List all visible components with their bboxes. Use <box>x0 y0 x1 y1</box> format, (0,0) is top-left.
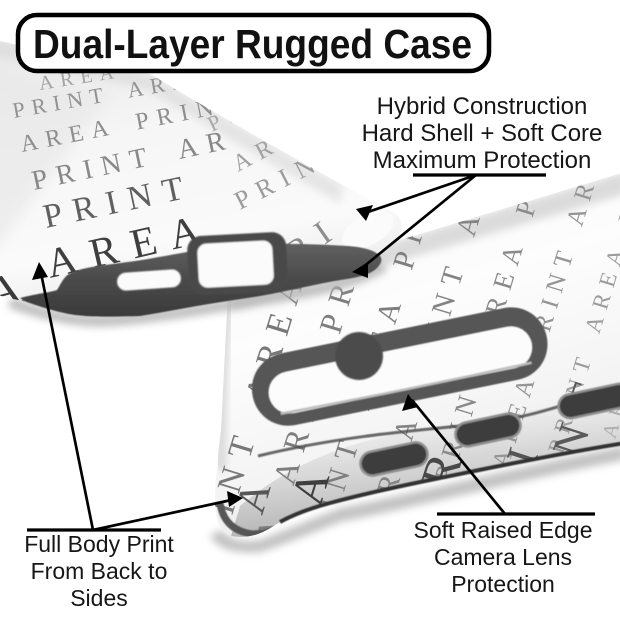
svg-text:Camera Lens: Camera Lens <box>434 544 572 570</box>
svg-text:Hybrid Construction: Hybrid Construction <box>377 93 588 120</box>
svg-text:Dual-Layer Rugged Case: Dual-Layer Rugged Case <box>33 21 472 67</box>
svg-text:Sides: Sides <box>70 585 128 611</box>
svg-text:Protection: Protection <box>451 571 555 597</box>
svg-text:From Back to: From Back to <box>31 558 168 584</box>
svg-text:Full Body Print: Full Body Print <box>24 531 174 557</box>
svg-text:Soft Raised Edge: Soft Raised Edge <box>413 517 592 543</box>
svg-text:Hard Shell + Soft Core: Hard Shell + Soft Core <box>362 120 603 147</box>
svg-text:Maximum Protection: Maximum Protection <box>373 147 592 174</box>
